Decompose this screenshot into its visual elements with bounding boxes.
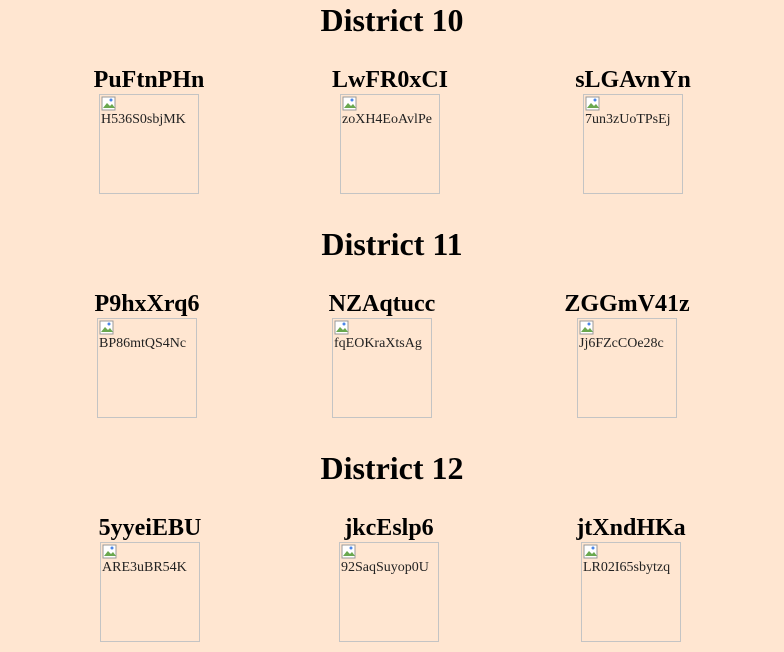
tribute-image: Jj6FZcCOe28c [577, 318, 677, 418]
tribute-name: jtXndHKa [576, 515, 686, 541]
tribute-card: PuFtnPHn [29, 67, 269, 93]
tribute-name: ZGGmV41z [564, 291, 690, 317]
broken-image-icon [579, 320, 594, 335]
tribute-card: ZGGmV41z [507, 291, 747, 317]
broken-image-icon [99, 320, 114, 335]
tribute-card: LwFR0xCI [270, 67, 510, 93]
tribute-name: NZAqtucc [328, 291, 436, 317]
tribute-card: jkcEslp6 [269, 515, 509, 541]
tribute-image: 92SaqSuyop0U [339, 542, 439, 642]
district-title: District 12 [320, 450, 464, 486]
broken-image-icon [583, 544, 598, 559]
tribute-name: jkcEslp6 [344, 515, 434, 541]
tribute-card: jtXndHKa [511, 515, 751, 541]
tribute-image: zoXH4EoAvlPe [340, 94, 440, 194]
tribute-card: P9hxXrq6 [27, 291, 267, 317]
image-alt-text: H536S0sbjMK [101, 112, 186, 127]
tribute-image: H536S0sbjMK [99, 94, 199, 194]
image-alt-text: ARE3uBR54K [102, 560, 187, 575]
tribute-name: P9hxXrq6 [94, 291, 200, 317]
image-alt-text: 7un3zUoTPsEj [585, 112, 671, 127]
tribute-image: fqEOKraXtsAg [332, 318, 432, 418]
tribute-image: LR02I65sbytzq [581, 542, 681, 642]
image-alt-text: 92SaqSuyop0U [341, 560, 429, 575]
image-alt-text: LR02I65sbytzq [583, 560, 671, 575]
image-alt-text: Jj6FZcCOe28c [579, 336, 664, 351]
broken-image-icon [334, 320, 349, 335]
tribute-card: 5yyeiEBU [30, 515, 270, 541]
tribute-name: LwFR0xCI [331, 67, 448, 93]
tribute-card: NZAqtucc [262, 291, 502, 317]
tribute-image: BP86mtQS4Nc [97, 318, 197, 418]
image-alt-text: fqEOKraXtsAg [334, 336, 422, 351]
tribute-name: sLGAvnYn [575, 67, 691, 93]
image-alt-text: BP86mtQS4Nc [99, 336, 187, 351]
district-title: District 10 [320, 2, 464, 38]
tribute-name: 5yyeiEBU [98, 515, 202, 541]
broken-image-icon [341, 544, 356, 559]
image-alt-text: zoXH4EoAvlPe [342, 112, 432, 127]
tribute-image: ARE3uBR54K [100, 542, 200, 642]
broken-image-icon [101, 96, 116, 111]
broken-image-icon [585, 96, 600, 111]
tribute-name: PuFtnPHn [93, 67, 205, 93]
broken-image-icon [342, 96, 357, 111]
tribute-card: sLGAvnYn [513, 67, 753, 93]
broken-image-icon [102, 544, 117, 559]
tribute-image: 7un3zUoTPsEj [583, 94, 683, 194]
district-title: District 11 [321, 226, 463, 262]
